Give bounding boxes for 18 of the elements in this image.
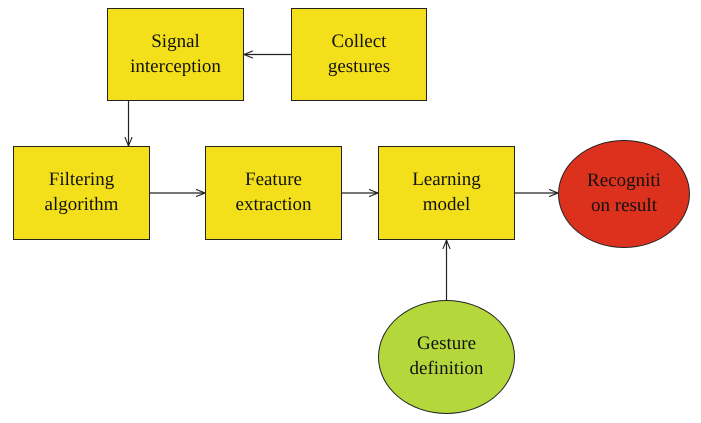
arrow bbox=[342, 188, 379, 198]
arrow bbox=[124, 101, 133, 147]
process-box bbox=[13, 146, 150, 240]
node-label: Collect gestures bbox=[326, 30, 392, 78]
node-label: Gesture definition bbox=[408, 332, 484, 381]
node-label: Signal interception bbox=[129, 30, 222, 78]
process-box bbox=[107, 8, 244, 101]
arrow bbox=[150, 188, 206, 198]
arrow bbox=[515, 188, 559, 198]
process-box bbox=[205, 146, 342, 240]
node-label: Filtering algorithm bbox=[44, 168, 120, 217]
arrow bbox=[243, 50, 291, 59]
node-label: Learning model bbox=[411, 168, 482, 217]
process-box bbox=[291, 8, 427, 101]
node-label: Feature extraction bbox=[234, 168, 312, 217]
node-label: Recogniti on result bbox=[586, 169, 662, 218]
process-box bbox=[378, 146, 515, 240]
arrow bbox=[442, 239, 451, 300]
